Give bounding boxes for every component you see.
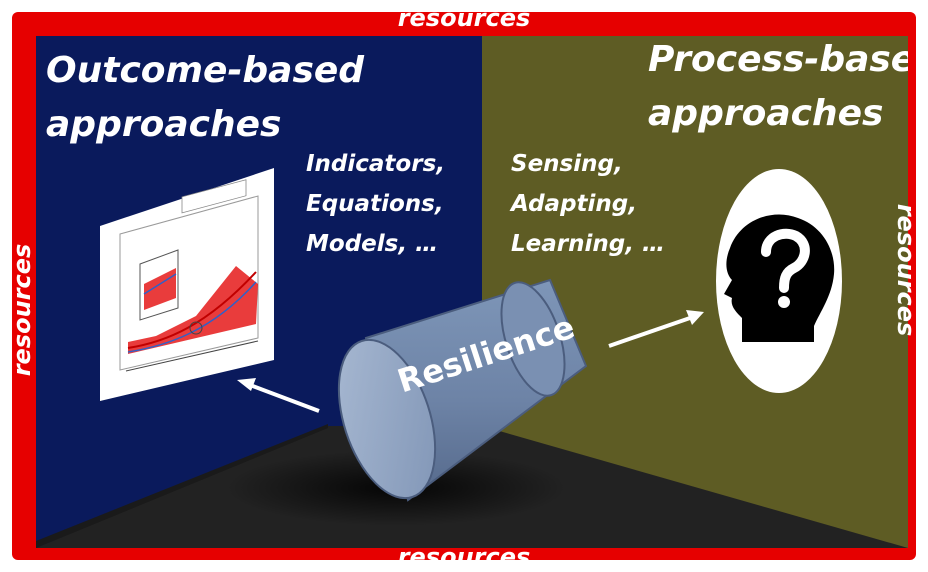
floor-side-left bbox=[36, 424, 328, 548]
right-panel-list-item: Sensing, bbox=[511, 151, 623, 177]
left-panel-list-item: Indicators, bbox=[306, 151, 445, 177]
arrow-up-left-icon bbox=[237, 378, 320, 413]
right-panel-list-item: Learning, … bbox=[511, 231, 665, 257]
right-panel-title-line1: Process-based bbox=[648, 39, 908, 80]
arrow-up-right-icon bbox=[608, 310, 704, 348]
chart-thumbnail-icon bbox=[100, 168, 274, 401]
resilience-cylinder bbox=[337, 278, 588, 502]
resources-label-right: resources bbox=[892, 203, 920, 337]
left-panel-title-line2: approaches bbox=[46, 104, 282, 145]
diagram-canvas bbox=[36, 36, 908, 548]
right-panel-list-item: Adapting, bbox=[511, 191, 637, 217]
left-panel-list-item: Equations, bbox=[306, 191, 444, 217]
right-panel-list: Sensing, Adapting, Learning, … bbox=[511, 144, 665, 264]
resources-label-left: resources bbox=[8, 243, 36, 377]
left-panel-list-item: Models, … bbox=[306, 231, 439, 257]
resources-label-bottom: resources bbox=[397, 543, 531, 571]
right-panel-title-line2: approaches bbox=[648, 93, 884, 134]
left-panel-list: Indicators, Equations, Models, … bbox=[306, 144, 445, 264]
left-panel-title: Outcome-based approaches bbox=[46, 44, 364, 152]
left-panel-title-line1: Outcome-based bbox=[46, 50, 365, 91]
diagram-stage: Outcome-based approaches Process-based a… bbox=[36, 36, 908, 548]
right-panel-title: Process-based approaches bbox=[648, 36, 908, 141]
head-question-mark-icon bbox=[716, 169, 842, 393]
resources-label-top: resources bbox=[397, 4, 531, 32]
